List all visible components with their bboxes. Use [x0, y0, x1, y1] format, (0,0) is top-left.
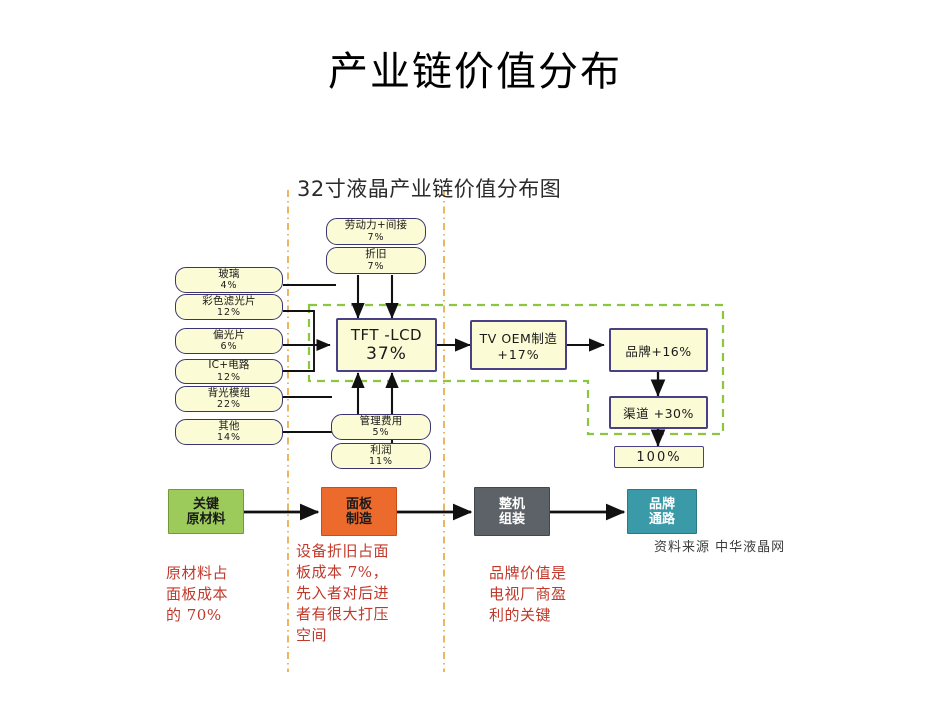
input-admin-cost-value: 5%	[372, 427, 390, 438]
input-others: 其他 14%	[175, 419, 283, 445]
input-glass: 玻璃 4%	[175, 267, 283, 293]
input-admin-cost: 管理费用 5%	[331, 414, 431, 440]
diagram-title: 32寸液晶产业链价值分布图	[297, 177, 562, 201]
input-glass-value: 4%	[220, 280, 238, 291]
process-brand-channel: 品牌 通路	[627, 489, 697, 534]
source-note: 资料来源 中华液晶网	[654, 540, 786, 555]
input-polarizer: 偏光片 6%	[175, 328, 283, 354]
note-depreciation-line-2: 板成本 7%，	[296, 563, 389, 581]
input-profit-label: 利润	[370, 443, 392, 456]
input-color-filter: 彩色滤光片 12%	[175, 294, 283, 320]
process-brand-channel-line2: 通路	[648, 511, 675, 527]
process-set-assembly: 整机 组装	[474, 487, 550, 536]
top-input-connectors	[351, 275, 399, 319]
total-box: 100%	[614, 446, 704, 468]
note-raw-material-line-2: 面板成本	[166, 585, 229, 603]
brand-label: 品牌+16%	[625, 343, 692, 359]
input-depreciation-label: 折旧	[365, 248, 387, 260]
note-depreciation-line-3: 先入者对后进	[296, 584, 390, 602]
page-title: 产业链价值分布	[328, 49, 622, 95]
input-polarizer-label: 偏光片	[212, 328, 246, 341]
tv-oem-box: TV OEM制造 +17%	[470, 320, 567, 370]
tv-oem-label: TV OEM制造	[479, 331, 558, 346]
note-brand-value-line-3: 利的关键	[489, 606, 552, 624]
input-others-value: 14%	[216, 432, 242, 443]
input-ic-circuit: IC+电路 12%	[175, 359, 283, 384]
note-raw-material-line-1: 原材料占	[166, 564, 229, 582]
input-depreciation-value: 7%	[367, 260, 385, 272]
input-labor-indirect-value: 7%	[367, 231, 385, 243]
brand-box: 品牌+16%	[609, 328, 708, 372]
process-brand-channel-line1: 品牌	[648, 496, 675, 512]
process-panel-manufacturing-line2: 制造	[345, 511, 372, 527]
input-polarizer-value: 6%	[220, 341, 238, 352]
note-depreciation-line-4: 者有很大打压	[296, 605, 390, 623]
input-depreciation: 折旧 7%	[326, 247, 426, 274]
process-set-assembly-line1: 整机	[498, 496, 525, 512]
core-tft-lcd-box: TFT -LCD 37%	[336, 318, 437, 372]
input-ic-circuit-value: 12%	[216, 371, 242, 383]
note-depreciation-line-1: 设备折旧占面	[296, 542, 390, 560]
input-others-label: 其他	[218, 419, 240, 432]
total-label: 100%	[636, 449, 682, 465]
note-brand-value-line-1: 品牌价值是	[489, 564, 567, 582]
input-glass-label: 玻璃	[218, 267, 240, 280]
process-set-assembly-line2: 组装	[498, 511, 525, 527]
channel-box: 渠道 +30%	[609, 396, 708, 429]
process-key-raw-material-line2: 原材料	[186, 511, 226, 527]
core-tft-lcd-value: 37%	[366, 344, 407, 364]
input-color-filter-value: 12%	[216, 307, 242, 318]
core-tft-lcd-label: TFT -LCD	[350, 326, 423, 344]
note-raw-material: 原材料占 面板成本 的 70%	[166, 563, 286, 626]
input-color-filter-label: 彩色滤光片	[202, 294, 256, 307]
input-backlight-module: 背光模组 22%	[175, 386, 283, 412]
note-brand-value: 品牌价值是 电视厂商盈 利的关键	[489, 563, 609, 626]
input-admin-cost-label: 管理费用	[359, 414, 403, 427]
input-profit: 利润 11%	[331, 443, 431, 469]
input-ic-circuit-label: IC+电路	[208, 359, 250, 371]
input-profit-value: 11%	[368, 456, 394, 467]
process-key-raw-material-line1: 关键	[192, 496, 219, 512]
process-panel-manufacturing-line1: 面板	[345, 496, 372, 512]
input-backlight-module-label: 背光模组	[207, 386, 251, 399]
process-panel-manufacturing: 面板 制造	[321, 487, 397, 536]
process-key-raw-material: 关键 原材料	[168, 489, 244, 534]
input-backlight-module-value: 22%	[216, 399, 242, 410]
channel-label: 渠道 +30%	[623, 406, 694, 421]
note-depreciation: 设备折旧占面 板成本 7%， 先入者对后进 者有很大打压 空间	[296, 541, 441, 646]
input-labor-indirect: 劳动力+间接 7%	[326, 218, 426, 245]
note-depreciation-line-5: 空间	[296, 626, 328, 644]
tv-oem-value: +17%	[497, 347, 540, 362]
note-brand-value-line-2: 电视厂商盈	[489, 585, 567, 603]
note-raw-material-line-3: 的 70%	[166, 606, 222, 624]
input-labor-indirect-label: 劳动力+间接	[344, 219, 408, 231]
